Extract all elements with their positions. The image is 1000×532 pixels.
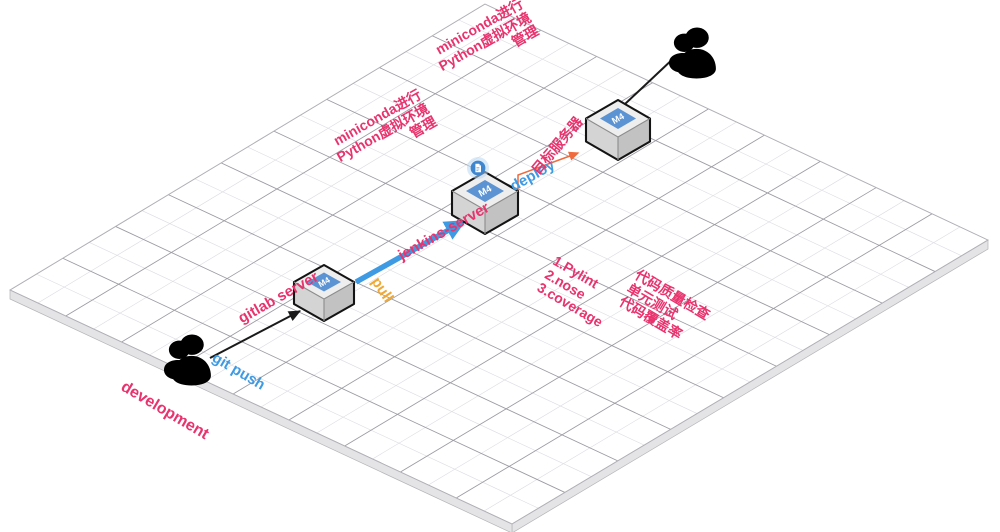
- plane-outline: [9, 3, 989, 525]
- edge-git-push-arrow: [209, 310, 302, 359]
- edge-pull-arrow: [354, 219, 467, 285]
- plane-top-surface: [10, 4, 988, 524]
- document-badge-icon[interactable]: [467, 157, 489, 179]
- server-chip-jenkins: M4: [466, 180, 504, 202]
- server-cube-gitlab[interactable]: M4: [292, 263, 356, 323]
- server-chip-target: M4: [600, 108, 636, 129]
- server-chip-gitlab: M4: [307, 272, 341, 292]
- plane-grid: [10, 4, 988, 524]
- server-cube-jenkins[interactable]: M4: [450, 170, 520, 236]
- server-cube-target[interactable]: M4: [584, 98, 652, 162]
- users-icon-developer: [163, 334, 211, 386]
- users-icon-operator: [668, 27, 716, 79]
- edge-operator-link: [624, 55, 677, 105]
- ground-plane: [9, 3, 989, 532]
